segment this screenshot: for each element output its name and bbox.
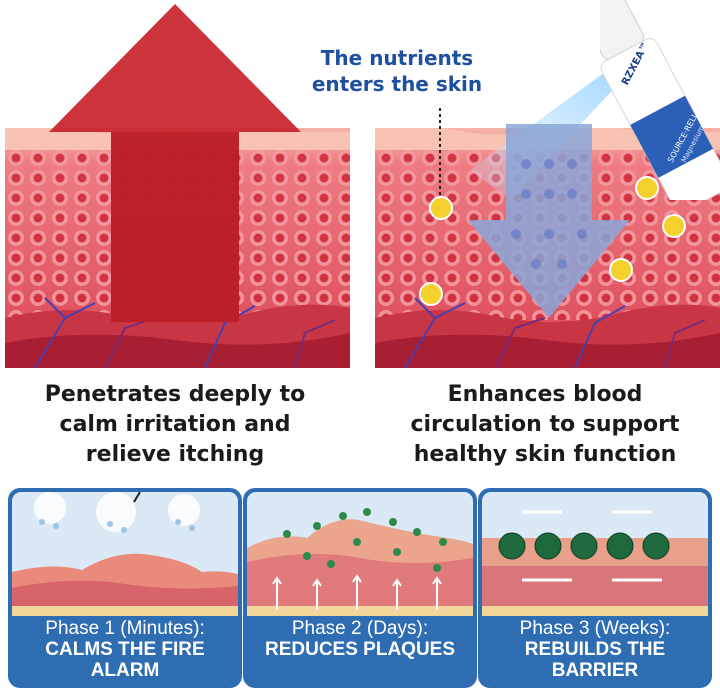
spray-bottle: RZXEA™ SOURCE·RELI Magnesium [600,0,720,200]
nutrient-particle [429,196,453,220]
phase-3-desc-line-1: REBUILDS THE [524,639,666,660]
phase-1-desc-line-2: ALARM [90,660,160,681]
nutrient-particle [419,282,443,306]
phase-3-card: Phase 3 (Weeks): REBUILDS THE BARRIER [478,488,712,688]
right-caption-line-1: Enhances blood [447,382,643,407]
left-caption: Penetrates deeply to calm irritation and… [0,380,350,470]
phase-2-desc-line-1: REDUCES PLAQUES [264,639,456,660]
left-caption-line-2: calm irritation and [59,412,291,437]
phase-2-title: Phase 2 (Days): [291,618,429,639]
nutrient-particle [609,258,633,282]
phase-1-label: Phase 1 (Minutes): CALMS THE FIRE ALARM [8,618,242,681]
phase-3-illustration [482,492,708,616]
upward-arrow-icon [49,4,301,322]
nutrient-particle [635,176,659,200]
nutrient-particles [419,176,686,306]
nutrient-particle [662,214,686,238]
downward-arrow-icon [468,124,630,318]
phase-1-card: Phase 1 (Minutes): CALMS THE FIRE ALARM [8,488,242,688]
phase-1-desc-line-1: CALMS THE FIRE [45,639,205,660]
left-caption-line-1: Penetrates deeply to [44,382,306,407]
callout-line-1: The nutrients [320,46,474,70]
phase-3-desc-line-2: BARRIER [551,660,639,681]
phase-1-title: Phase 1 (Minutes): [45,618,205,639]
phase-3-label: Phase 3 (Weeks): REBUILDS THE BARRIER [478,618,712,681]
left-caption-line-3: relieve itching [85,442,265,467]
right-caption: Enhances blood circulation to support he… [370,380,720,470]
phase-1-illustration [12,492,238,616]
nutrients-callout: The nutrients enters the skin [282,45,512,97]
phase-2-card: Phase 2 (Days): REDUCES PLAQUES [243,488,477,688]
right-caption-line-2: circulation to support [410,412,680,437]
phase-2-label: Phase 2 (Days): REDUCES PLAQUES [243,618,477,660]
callout-line-2: enters the skin [311,72,483,96]
phase-3-title: Phase 3 (Weeks): [519,618,671,639]
spray-bottle-icon [600,0,720,200]
pointer-line [439,108,441,198]
phase-2-illustration [247,492,473,616]
right-caption-line-3: healthy skin function [413,442,677,467]
